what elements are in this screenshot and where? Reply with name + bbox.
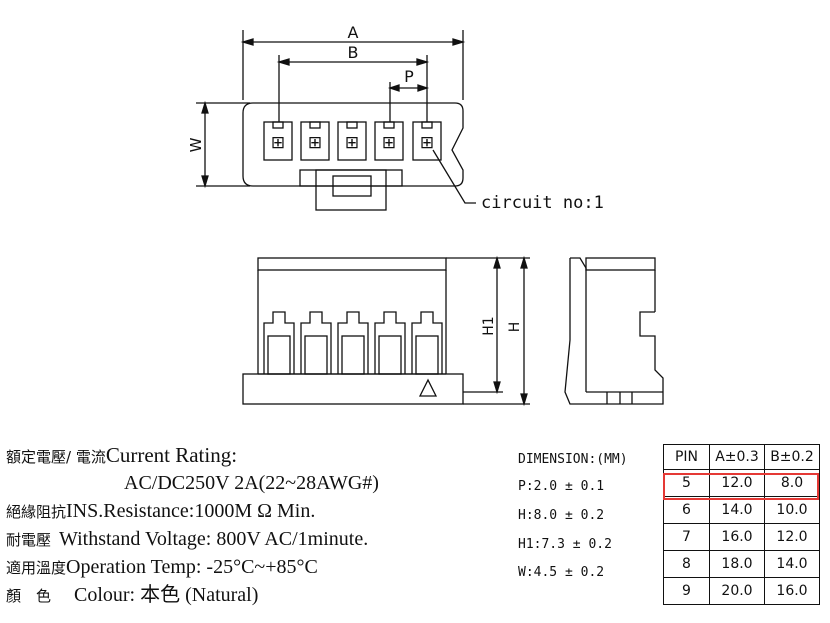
table-row: 8 18.0 14.0 bbox=[663, 550, 820, 578]
table-row: 6 14.0 10.0 bbox=[663, 496, 820, 524]
cell-b: 12.0 bbox=[764, 523, 820, 551]
table-row: 7 16.0 12.0 bbox=[663, 523, 820, 551]
connector-drawing: A B P W ⊞ ⊞ bbox=[187, 23, 664, 407]
dim-w-label: W bbox=[187, 137, 205, 152]
spec-rating-value: AC/DC250V 2A(22~28AWG#) bbox=[124, 472, 379, 494]
cell-a: 18.0 bbox=[709, 550, 765, 578]
cell-pin: 6 bbox=[663, 496, 710, 524]
circuit-note: circuit no:1 bbox=[481, 193, 604, 213]
spec-colour: 顏 色 Colour: 本色 (Natural) bbox=[6, 584, 258, 607]
spec-cn-label: 額定電壓/ 電流 bbox=[6, 448, 106, 466]
pin-mark: ⊞ bbox=[308, 133, 322, 153]
header-a: A±0.3 bbox=[709, 444, 765, 470]
top-view: A B P W ⊞ ⊞ bbox=[187, 23, 604, 213]
cell-a: 14.0 bbox=[709, 496, 765, 524]
spec-en-text: INS.Resistance:1000M Ω Min. bbox=[66, 500, 316, 522]
spec-cn-label: 耐電壓 bbox=[6, 531, 52, 549]
spec-ins-resistance: 絕緣阻抗INS.Resistance:1000M Ω Min. bbox=[6, 500, 315, 523]
dim-a-label: A bbox=[348, 23, 359, 42]
pin-mark: ⊞ bbox=[420, 133, 434, 153]
dimension-item: H1:7.3 ± 0.2 bbox=[518, 537, 612, 552]
spec-en-text: Operation Temp: -25°C~+85°C bbox=[66, 556, 318, 578]
spec-withstand-voltage: 耐電壓 Withstand Voltage: 800V AC/1minute. bbox=[6, 528, 368, 551]
pin-mark: ⊞ bbox=[271, 133, 285, 153]
cell-pin: 9 bbox=[663, 577, 710, 605]
cell-pin: 7 bbox=[663, 523, 710, 551]
spec-en-text: Withstand Voltage: 800V AC/1minute. bbox=[59, 528, 369, 550]
spec-cn-label: 適用溫度 bbox=[6, 559, 67, 577]
spec-current-rating: 額定電壓/ 電流Current Rating: bbox=[6, 444, 237, 468]
table-row: 9 20.0 16.0 bbox=[663, 577, 820, 605]
pin-mark: ⊞ bbox=[382, 133, 396, 153]
dim-b-label: B bbox=[348, 43, 359, 62]
dimension-item: H:8.0 ± 0.2 bbox=[518, 508, 605, 523]
cell-b: 16.0 bbox=[764, 577, 820, 605]
dim-p-label: P bbox=[404, 67, 414, 86]
dim-h-label: H bbox=[507, 322, 523, 333]
cell-pin: 8 bbox=[663, 550, 710, 578]
spec-operation-temp: 適用溫度Operation Temp: -25°C~+85°C bbox=[6, 556, 318, 579]
table-header-row: PIN A±0.3 B±0.2 bbox=[663, 444, 820, 470]
dimension-title: DIMENSION:(MM) bbox=[518, 452, 628, 467]
pin-mark: ⊞ bbox=[345, 133, 359, 153]
header-pin: PIN bbox=[663, 444, 710, 470]
dim-h1-label: H1 bbox=[481, 316, 497, 335]
spec-en-text: Current Rating: bbox=[105, 443, 238, 467]
spec-cn-label: 顏 色 bbox=[6, 587, 52, 605]
cell-b: 14.0 bbox=[764, 550, 820, 578]
cell-a: 20.0 bbox=[709, 577, 765, 605]
dimension-item: P:2.0 ± 0.1 bbox=[518, 479, 605, 494]
cell-b: 10.0 bbox=[764, 496, 820, 524]
front-view: H1 H bbox=[242, 255, 530, 407]
spec-en-text: AC/DC250V 2A(22~28AWG#) bbox=[124, 472, 379, 494]
cell-a: 16.0 bbox=[709, 523, 765, 551]
pin-table: PIN A±0.3 B±0.2 5 12.0 8.0 6 14.0 10.0 7… bbox=[663, 444, 820, 605]
dimension-item: W:4.5 ± 0.2 bbox=[518, 565, 605, 580]
header-b: B±0.2 bbox=[764, 444, 820, 470]
spec-cn-label: 絕緣阻抗 bbox=[6, 503, 67, 521]
row-highlight bbox=[663, 473, 819, 500]
spec-en-text: Colour: 本色 (Natural) bbox=[74, 584, 259, 606]
side-view bbox=[564, 257, 664, 405]
pin-windows: ⊞ ⊞ ⊞ ⊞ ⊞ bbox=[263, 121, 442, 161]
